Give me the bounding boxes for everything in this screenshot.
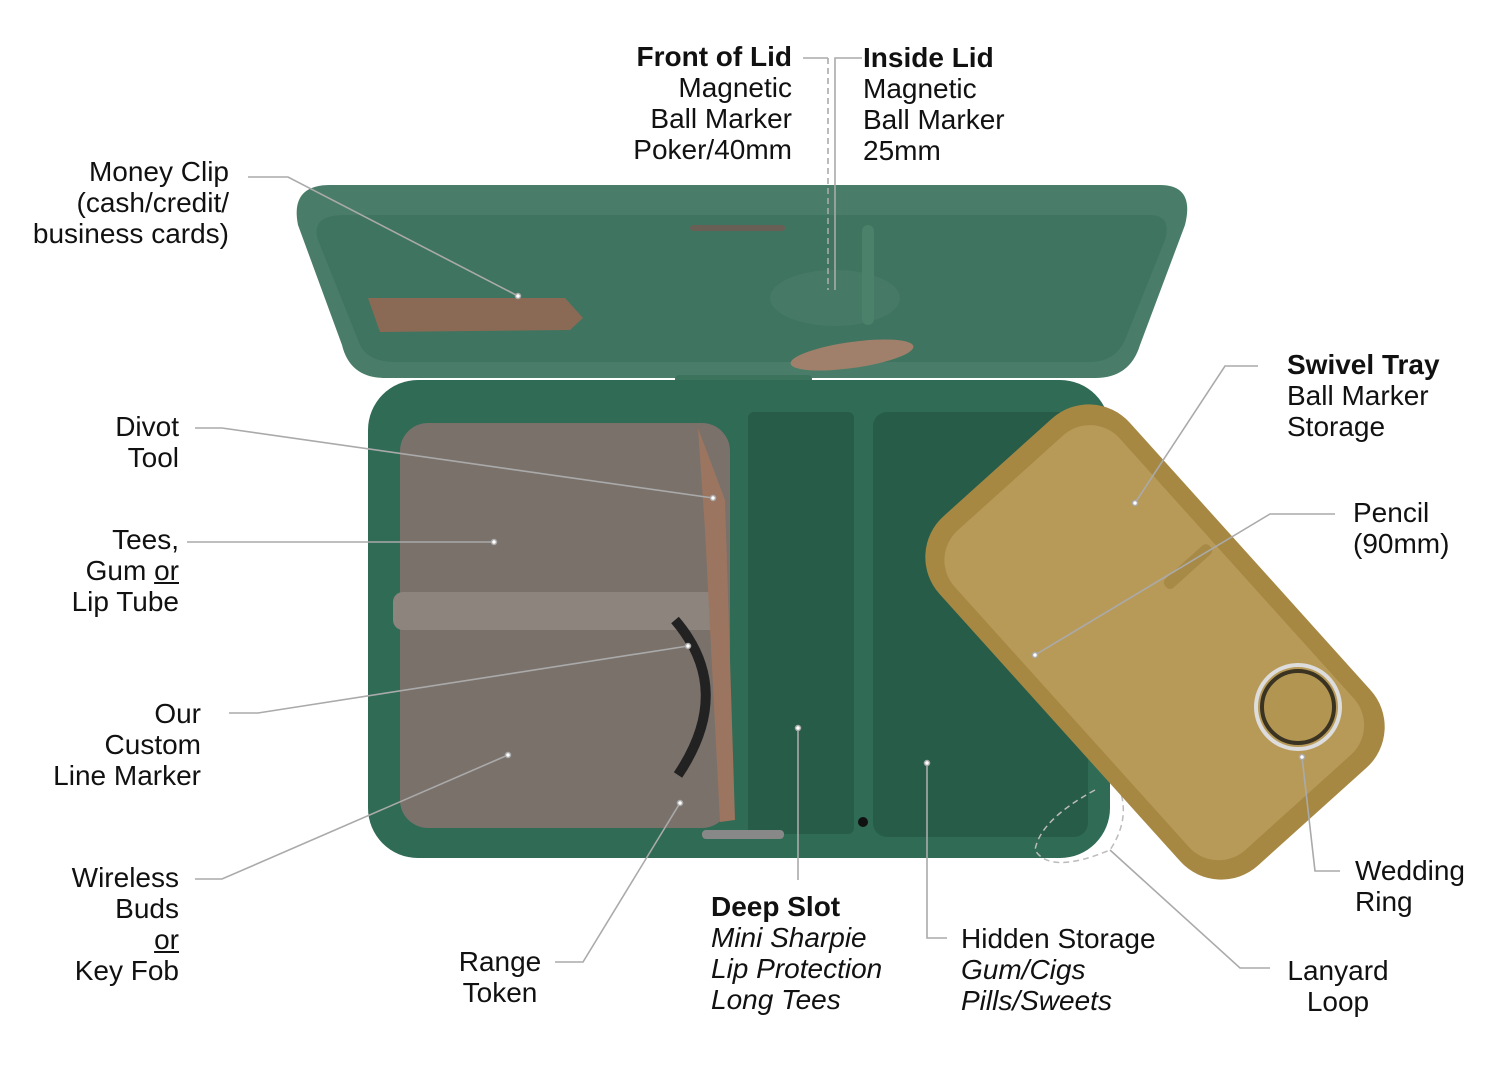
deep-slot (748, 412, 854, 834)
label-inside-lid: Inside Lid Magnetic Ball Marker 25mm (863, 42, 1005, 166)
label-line: Divot (115, 411, 179, 442)
wedding-ring (1254, 663, 1342, 751)
label-line: Pencil (1353, 497, 1430, 528)
divider-rubber (393, 592, 728, 630)
leader-dots (490, 292, 1306, 807)
label-divot-tool: Divot Tool (115, 411, 179, 473)
label-wireless-buds: Wireless Buds or Key Fob (72, 862, 179, 986)
range-token-slot (702, 830, 784, 839)
label-line: Custom (104, 729, 201, 760)
label-lanyard-loop: Lanyard Loop (1278, 955, 1398, 1017)
label-line: Poker/40mm (633, 134, 792, 165)
label-wedding-ring: Wedding Ring (1355, 855, 1465, 917)
label-tees: Tees, Gum or Lip Tube (72, 524, 179, 617)
label-title: Deep Slot (711, 891, 841, 922)
label-or: or (154, 924, 179, 955)
label-line: Wireless (71, 862, 179, 893)
label-line: Lip Protection (711, 953, 883, 984)
label-deep-slot: Deep Slot Mini Sharpie Lip Protection Lo… (711, 891, 882, 1015)
label-range-token: Range Token (450, 946, 550, 1008)
lid-slot (690, 225, 785, 231)
label-line: business cards) (32, 218, 229, 249)
label-line: Ball Marker (650, 103, 792, 134)
label-line: Ball Marker (863, 104, 1005, 135)
label-line: Lanyard (1287, 955, 1389, 986)
label-swivel-tray: Swivel Tray Ball Marker Storage (1287, 349, 1440, 442)
label-line: Pills/Sweets (961, 985, 1112, 1016)
label-line: Our (154, 698, 201, 729)
label-line: Ring (1355, 886, 1413, 917)
label-line: Money Clip (88, 156, 229, 187)
label-line: Storage (1287, 411, 1386, 442)
label-line: Mini Sharpie (711, 922, 867, 953)
leader-lines (187, 57, 1340, 969)
label-line: Long Tees (711, 984, 841, 1015)
label-title: Front of Lid (636, 41, 792, 72)
front-lid-ball-marker (790, 339, 914, 371)
label-text: Gum (85, 555, 155, 586)
label-line: Magnetic (678, 72, 792, 103)
label-title: Inside Lid (863, 42, 994, 73)
divot-tool (698, 428, 735, 822)
lid-post (862, 225, 874, 325)
label-line-marker: Our Custom Line Marker (53, 698, 201, 791)
label-line: Token (462, 977, 538, 1008)
pencil-hole (858, 817, 868, 827)
label-line: Buds (115, 893, 179, 924)
line-marker (671, 616, 711, 778)
label-line: Tees, (112, 524, 179, 555)
label-hidden-storage: Hidden Storage Gum/Cigs Pills/Sweets (961, 923, 1156, 1016)
label-or: or (154, 555, 179, 586)
label-line: Ball Marker (1287, 380, 1429, 411)
label-front-of-lid: Front of Lid Magnetic Ball Marker Poker/… (633, 41, 792, 165)
label-line: Gum or (72, 555, 179, 586)
lid-inner (316, 215, 1167, 362)
label-line: Magnetic (863, 73, 977, 104)
label-title: Swivel Tray (1287, 349, 1440, 380)
label-line: Lip Tube (71, 586, 179, 617)
money-clip (368, 298, 583, 332)
label-pencil: Pencil (90mm) (1353, 497, 1449, 559)
label-line: Key Fob (74, 955, 179, 986)
lanyard-loop (1034, 789, 1125, 864)
label-line: (90mm) (1353, 528, 1450, 559)
label-line: Gum/Cigs (961, 954, 1086, 985)
label-line: Line Marker (53, 760, 201, 791)
label-line: Loop (1306, 986, 1370, 1017)
label-title: Hidden Storage (961, 923, 1156, 954)
label-line: Wedding (1355, 855, 1466, 886)
label-line: (cash/credit/ (76, 187, 230, 218)
label-line: Range (458, 946, 542, 977)
label-money-clip: Money Clip (cash/credit/ business cards) (33, 156, 229, 249)
label-line: Tool (127, 442, 179, 473)
ring-post (1260, 669, 1336, 745)
label-line: 25mm (863, 135, 941, 166)
